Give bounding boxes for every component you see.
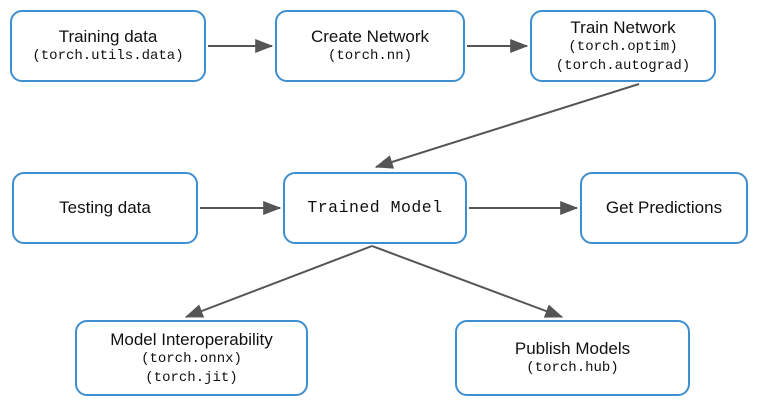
- node-testing-data[interactable]: Testing data: [12, 172, 198, 244]
- node-subtitle-model-interoperability-0: (torch.onnx): [141, 351, 242, 368]
- node-subtitle-train-network-1: (torch.autograd): [555, 57, 691, 74]
- node-get-predictions[interactable]: Get Predictions: [580, 172, 748, 244]
- node-train-network[interactable]: Train Network (torch.optim)(torch.autogra…: [530, 10, 716, 82]
- edge-trained-to-publish: [371, 245, 564, 318]
- node-subtitle-publish-models-0: (torch.hub): [526, 360, 619, 377]
- node-subtitle-train-network-0: (torch.optim): [568, 39, 678, 56]
- node-subtitle-model-interoperability-1: (torch.jit): [145, 369, 238, 386]
- node-title-publish-models: Publish Models: [514, 339, 631, 359]
- node-title-testing-data: Testing data: [59, 198, 151, 218]
- node-publish-models[interactable]: Publish Models(torch.hub): [455, 320, 690, 396]
- node-create-network[interactable]: Create Network(torch.nn): [275, 10, 465, 82]
- node-training-data[interactable]: Training data(torch.utils.data): [10, 10, 206, 82]
- node-subtitle-create-network-0: (torch.nn): [327, 48, 412, 65]
- edge-train-to-trained: [374, 83, 640, 169]
- node-title-train-network: Train Network: [570, 17, 676, 37]
- node-title-training-data: Training data: [58, 27, 158, 47]
- node-model-interoperability[interactable]: Model Interoperability (torch.onnx)(torch…: [75, 320, 308, 396]
- node-trained-model[interactable]: Trained Model: [283, 172, 467, 244]
- edge-trained-to-interop: [184, 245, 373, 318]
- node-title-get-predictions: Get Predictions: [605, 198, 723, 218]
- node-title-create-network: Create Network: [310, 27, 430, 47]
- node-subtitle-training-data-0: (torch.utils.data): [32, 48, 184, 65]
- node-title-trained-model: Trained Model: [307, 197, 443, 217]
- node-title-model-interoperability: Model Interoperability: [110, 329, 273, 349]
